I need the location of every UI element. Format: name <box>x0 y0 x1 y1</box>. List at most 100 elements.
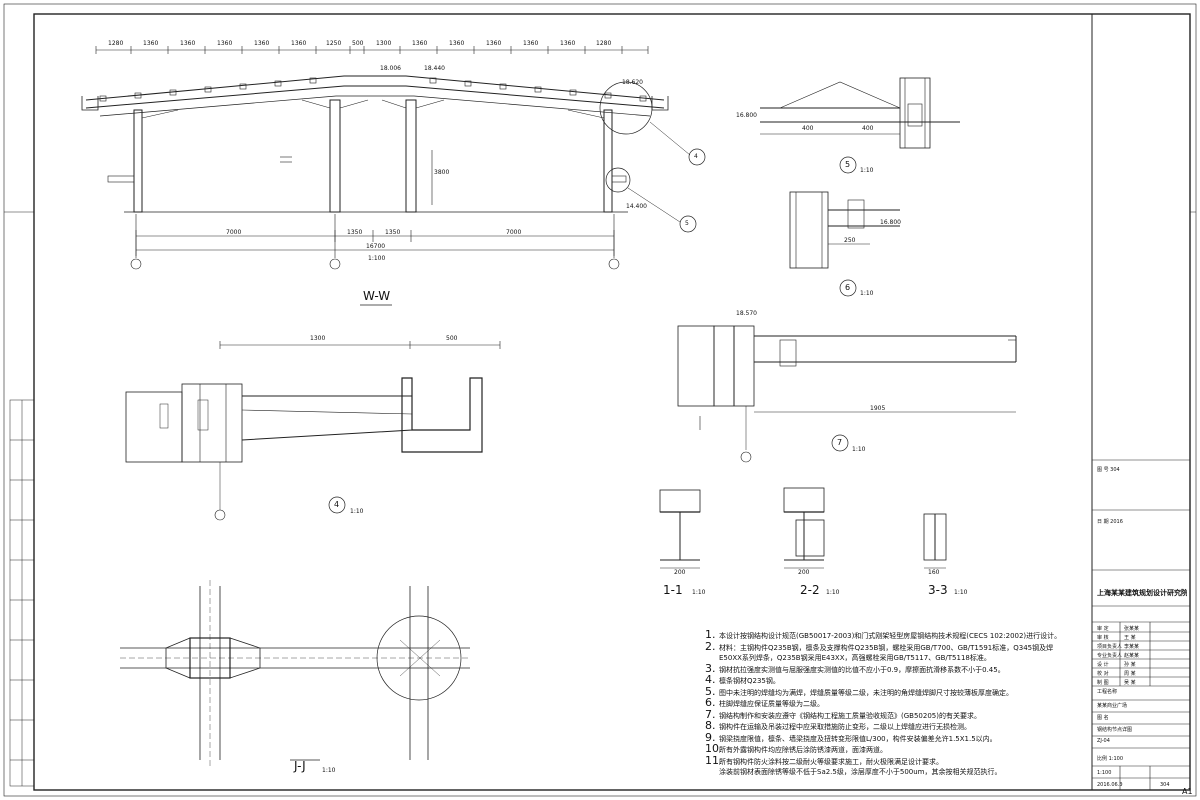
main-view-label: W-W <box>363 289 391 303</box>
top-dim-14: 1360 <box>560 40 576 47</box>
tb-role-4: 专业负责人 <box>1097 653 1123 659</box>
section-1-dim: 200 <box>674 569 686 576</box>
note-line: 9.钢梁挠度限值，檩条、墙梁挠度及扭转变形限值L/300，构件安装偏差允许1.5… <box>705 732 997 744</box>
design-notes: 1.本设计按钢结构设计规范(GB50017-2003)和门式刚架轻型房屋钢结构技… <box>705 630 1065 778</box>
span-dim-2: 1350 <box>347 229 363 236</box>
top-dim-13: 1360 <box>523 40 539 47</box>
tb-name-6: 周 某 <box>1124 671 1136 677</box>
section-3-label: 3-3 <box>928 583 948 597</box>
tb-name-7: 吴 某 <box>1124 680 1136 686</box>
detail-5 <box>760 77 960 174</box>
section-1-label: 1-1 <box>663 583 683 597</box>
tb-drawing-label: 图 名 <box>1097 715 1109 721</box>
top-dim-8: 500 <box>352 40 364 47</box>
detail-5-elev: 16.800 <box>736 112 757 119</box>
top-dim-12: 1360 <box>486 40 502 47</box>
callout-4-num: 4 <box>694 153 698 160</box>
tb-name-4: 赵某某 <box>1124 653 1140 659</box>
note-line: 涂装前钢材表面除锈等级不低于Sa2.5级，涂层厚度不小于500um，其余按相关规… <box>719 768 1002 776</box>
detail-7-dim: 1905 <box>870 405 886 412</box>
detail-6-num: 6 <box>845 283 851 292</box>
top-dim-5: 1360 <box>254 40 270 47</box>
tb-project-label: 工程名称 <box>1097 689 1118 695</box>
section-1-scale: 1:10 <box>692 589 706 596</box>
tb-role-6: 校 对 <box>1097 671 1109 677</box>
detail-7-elev: 18.570 <box>736 310 757 317</box>
detail-5-dim-2: 400 <box>862 125 874 132</box>
note-line: 6.柱脚焊缝应保证质量等级为二级。 <box>705 698 824 709</box>
tb-code: ZJ-04 <box>1097 738 1110 744</box>
note-line: 8.钢构件在运输及吊装过程中应采取措施防止变形，二级以上焊缝应进行无损检测。 <box>705 721 971 732</box>
top-dim-6: 1360 <box>291 40 307 47</box>
note-line: 1.本设计按钢结构设计规范(GB50017-2003)和门式刚架轻型房屋钢结构技… <box>705 630 1062 641</box>
note-line: E50XX系列焊条，Q235B钢采用E43XX，高强螺栓采用GB/T5117、G… <box>719 654 991 662</box>
note-line: 5.图中未注明的焊缝均为满焊，焊缝质量等级二级，未注明的角焊缝焊脚尺寸按较薄板厚… <box>705 686 1013 698</box>
main-view-scale: 1:100 <box>368 255 386 262</box>
elev-ridge-right: 18.620 <box>622 79 643 86</box>
note-line: 7.钢结构制作和安装应遵守《钢结构工程施工质量验收规范》(GB50205)的有关… <box>705 709 981 721</box>
section-2-label: 2-2 <box>800 583 820 597</box>
detail-5-dim-1: 400 <box>802 125 814 132</box>
tb-name-1: 张某某 <box>1124 626 1140 632</box>
title-block <box>1092 459 1190 790</box>
detail-4-scale: 1:10 <box>350 508 364 515</box>
main-frame-elevation <box>81 46 706 306</box>
section-3-dim: 160 <box>928 569 940 576</box>
column-height-dim: 3800 <box>434 169 450 176</box>
detail-4-dim-2: 500 <box>446 335 458 342</box>
detail-6 <box>789 191 900 297</box>
detail-4-num: 4 <box>334 500 340 509</box>
top-dim-10: 1360 <box>412 40 428 47</box>
section-2-scale: 1:10 <box>826 589 840 596</box>
tb-role-7: 制 图 <box>1097 680 1109 686</box>
side-text-1: 图 号 304 <box>1097 467 1120 473</box>
section-2-dim: 200 <box>798 569 810 576</box>
top-dim-2: 1360 <box>143 40 159 47</box>
tb-scale: 1:100 <box>1097 770 1112 776</box>
tb-role-3: 项目负责人 <box>1097 644 1123 650</box>
top-dim-4: 1360 <box>217 40 233 47</box>
plan-jj <box>120 580 470 766</box>
elev-ridge-a: 18.006 <box>380 65 401 72</box>
tb-date: 2016.06.30 <box>1097 782 1123 788</box>
top-dim-7: 1250 <box>326 40 342 47</box>
outer-frame <box>3 3 1197 797</box>
span-dim-3: 1350 <box>385 229 401 236</box>
elev-ridge-b: 18.440 <box>424 65 445 72</box>
detail-4 <box>125 341 501 521</box>
detail-5-scale: 1:10 <box>860 167 874 174</box>
detail-7 <box>677 325 1017 463</box>
detail-6-elev: 16.800 <box>880 219 901 226</box>
company-name: 上海某某建筑规划设计研究院 <box>1097 589 1187 597</box>
detail-6-scale: 1:10 <box>860 290 874 297</box>
section-3-scale: 1:10 <box>954 589 968 596</box>
page-size: A1 <box>1182 787 1193 796</box>
tb-file-note: 比例 1:100 <box>1097 756 1123 762</box>
plan-jj-scale: 1:10 <box>322 767 336 774</box>
tb-role-5: 设 计 <box>1097 662 1109 668</box>
tb-name-5: 孙 某 <box>1124 662 1136 668</box>
detail-7-scale: 1:10 <box>852 446 866 453</box>
elev-eave: 14.400 <box>626 203 647 210</box>
detail-7-num: 7 <box>837 438 843 447</box>
tb-name-2: 王 某 <box>1124 635 1136 641</box>
side-text-2: 日 期 2016 <box>1097 519 1123 525</box>
tb-project: 某某商业广场 <box>1097 703 1128 709</box>
top-dim-9: 1300 <box>376 40 392 47</box>
total-span-dim: 16700 <box>366 243 386 250</box>
note-line: 2.材料：主钢构件Q235B钢，檩条及支撑构件Q235B钢，螺栓采用GB/T70… <box>705 641 1054 653</box>
tb-role-2: 审 核 <box>1097 635 1109 641</box>
detail-6-dim: 250 <box>844 237 856 244</box>
note-line: 4.檩条钢材Q235钢。 <box>705 675 780 686</box>
detail-4-dim-1: 1300 <box>310 335 326 342</box>
detail-5-num: 5 <box>845 160 851 169</box>
sections <box>659 487 947 569</box>
left-binding-strip <box>9 399 35 787</box>
span-dim-4: 7000 <box>506 229 522 236</box>
top-dim-11: 1360 <box>449 40 465 47</box>
span-dim-1: 7000 <box>226 229 242 236</box>
tb-role-1: 审 定 <box>1097 626 1109 632</box>
note-line: 10.所有外露钢构件均应除锈后涂防锈漆两道，面漆两道。 <box>705 744 887 755</box>
tb-drawing: 钢结构节点详图 <box>1097 727 1133 733</box>
